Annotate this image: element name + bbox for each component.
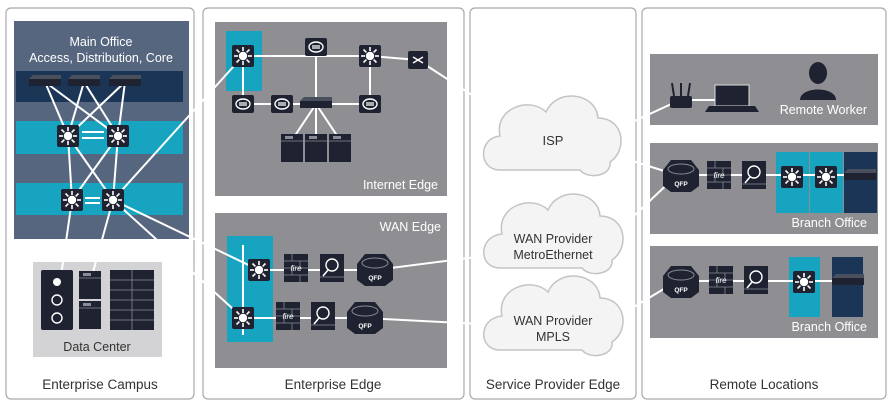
mpls-cloud-label-line2: MPLS	[536, 330, 570, 344]
wan-edge-panel	[215, 213, 447, 368]
isp-cloud	[482, 95, 622, 177]
metro-cloud-label-line1: WAN Provider	[514, 232, 593, 246]
metro-ethernet-cloud	[483, 193, 624, 275]
fire-label-3: fire	[713, 171, 725, 180]
data-center-label: Data Center	[63, 340, 130, 354]
branch-office-1-label: Branch Office	[791, 216, 867, 230]
qfp-label-2: QFP	[358, 323, 372, 330]
mpls-cloud	[483, 275, 624, 357]
wan-edge-label: WAN Edge	[380, 220, 441, 234]
main-office-title-line2: Access, Distribution, Core	[29, 51, 173, 65]
qfp-label-1: QFP	[368, 275, 382, 282]
remote-worker-label: Remote Worker	[780, 103, 867, 117]
fire-label-1: fire	[290, 264, 302, 273]
section-label-sp-edge: Service Provider Edge	[486, 377, 620, 392]
remote-worker-devices	[670, 82, 759, 112]
main-office-title-line1: Main Office	[70, 35, 133, 49]
section-label-remote: Remote Locations	[710, 377, 819, 392]
main-office-panel	[14, 21, 189, 239]
section-label-edge: Enterprise Edge	[285, 377, 382, 392]
metro-cloud-label-line2: MetroEthernet	[513, 248, 593, 262]
isp-cloud-label: ISP	[543, 133, 564, 148]
fire-label-2: fire	[282, 312, 294, 321]
person-icon	[800, 62, 836, 100]
data-center-devices	[41, 270, 154, 330]
qfp-label-4: QFP	[674, 287, 688, 294]
qfp-label-3: QFP	[674, 181, 688, 188]
section-label-campus: Enterprise Campus	[42, 377, 158, 392]
fire-label-4: fire	[715, 276, 727, 285]
mpls-cloud-label-line1: WAN Provider	[514, 314, 593, 328]
branch-office-2-label: Branch Office	[791, 320, 867, 334]
internet-edge-label: Internet Edge	[363, 178, 438, 192]
campus-access-switches	[29, 75, 141, 86]
